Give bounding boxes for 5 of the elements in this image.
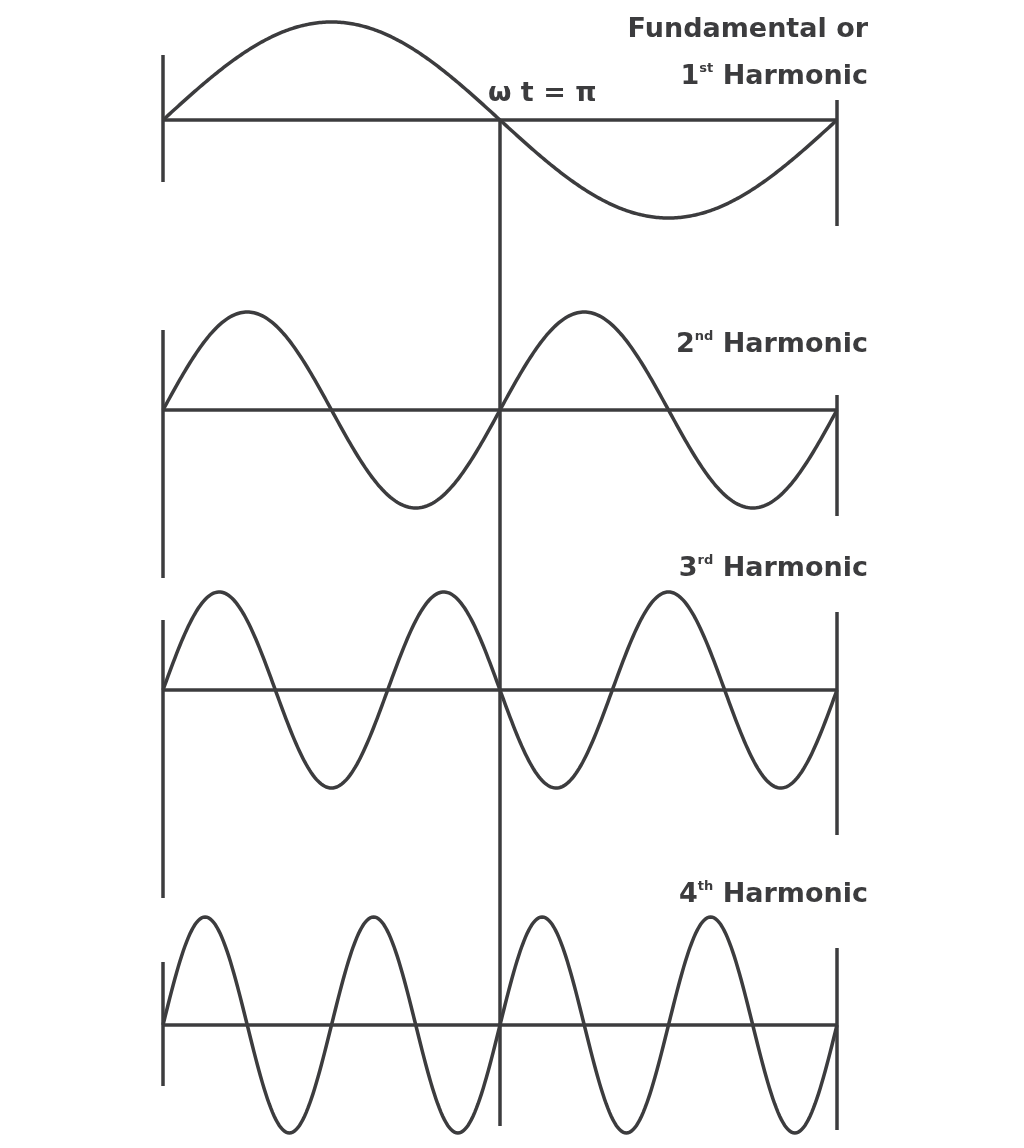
phase-label: ω t = π xyxy=(488,75,597,109)
waveform-label: 2$^{nd}$ Harmonic xyxy=(675,326,868,360)
waveform-label: 4$^{th}$ Harmonic xyxy=(679,876,868,910)
waveform-label: 3$^{rd}$ Harmonic xyxy=(678,550,868,584)
waveform-label: Fundamental or 1$^{st}$ Harmonic xyxy=(626,11,868,92)
